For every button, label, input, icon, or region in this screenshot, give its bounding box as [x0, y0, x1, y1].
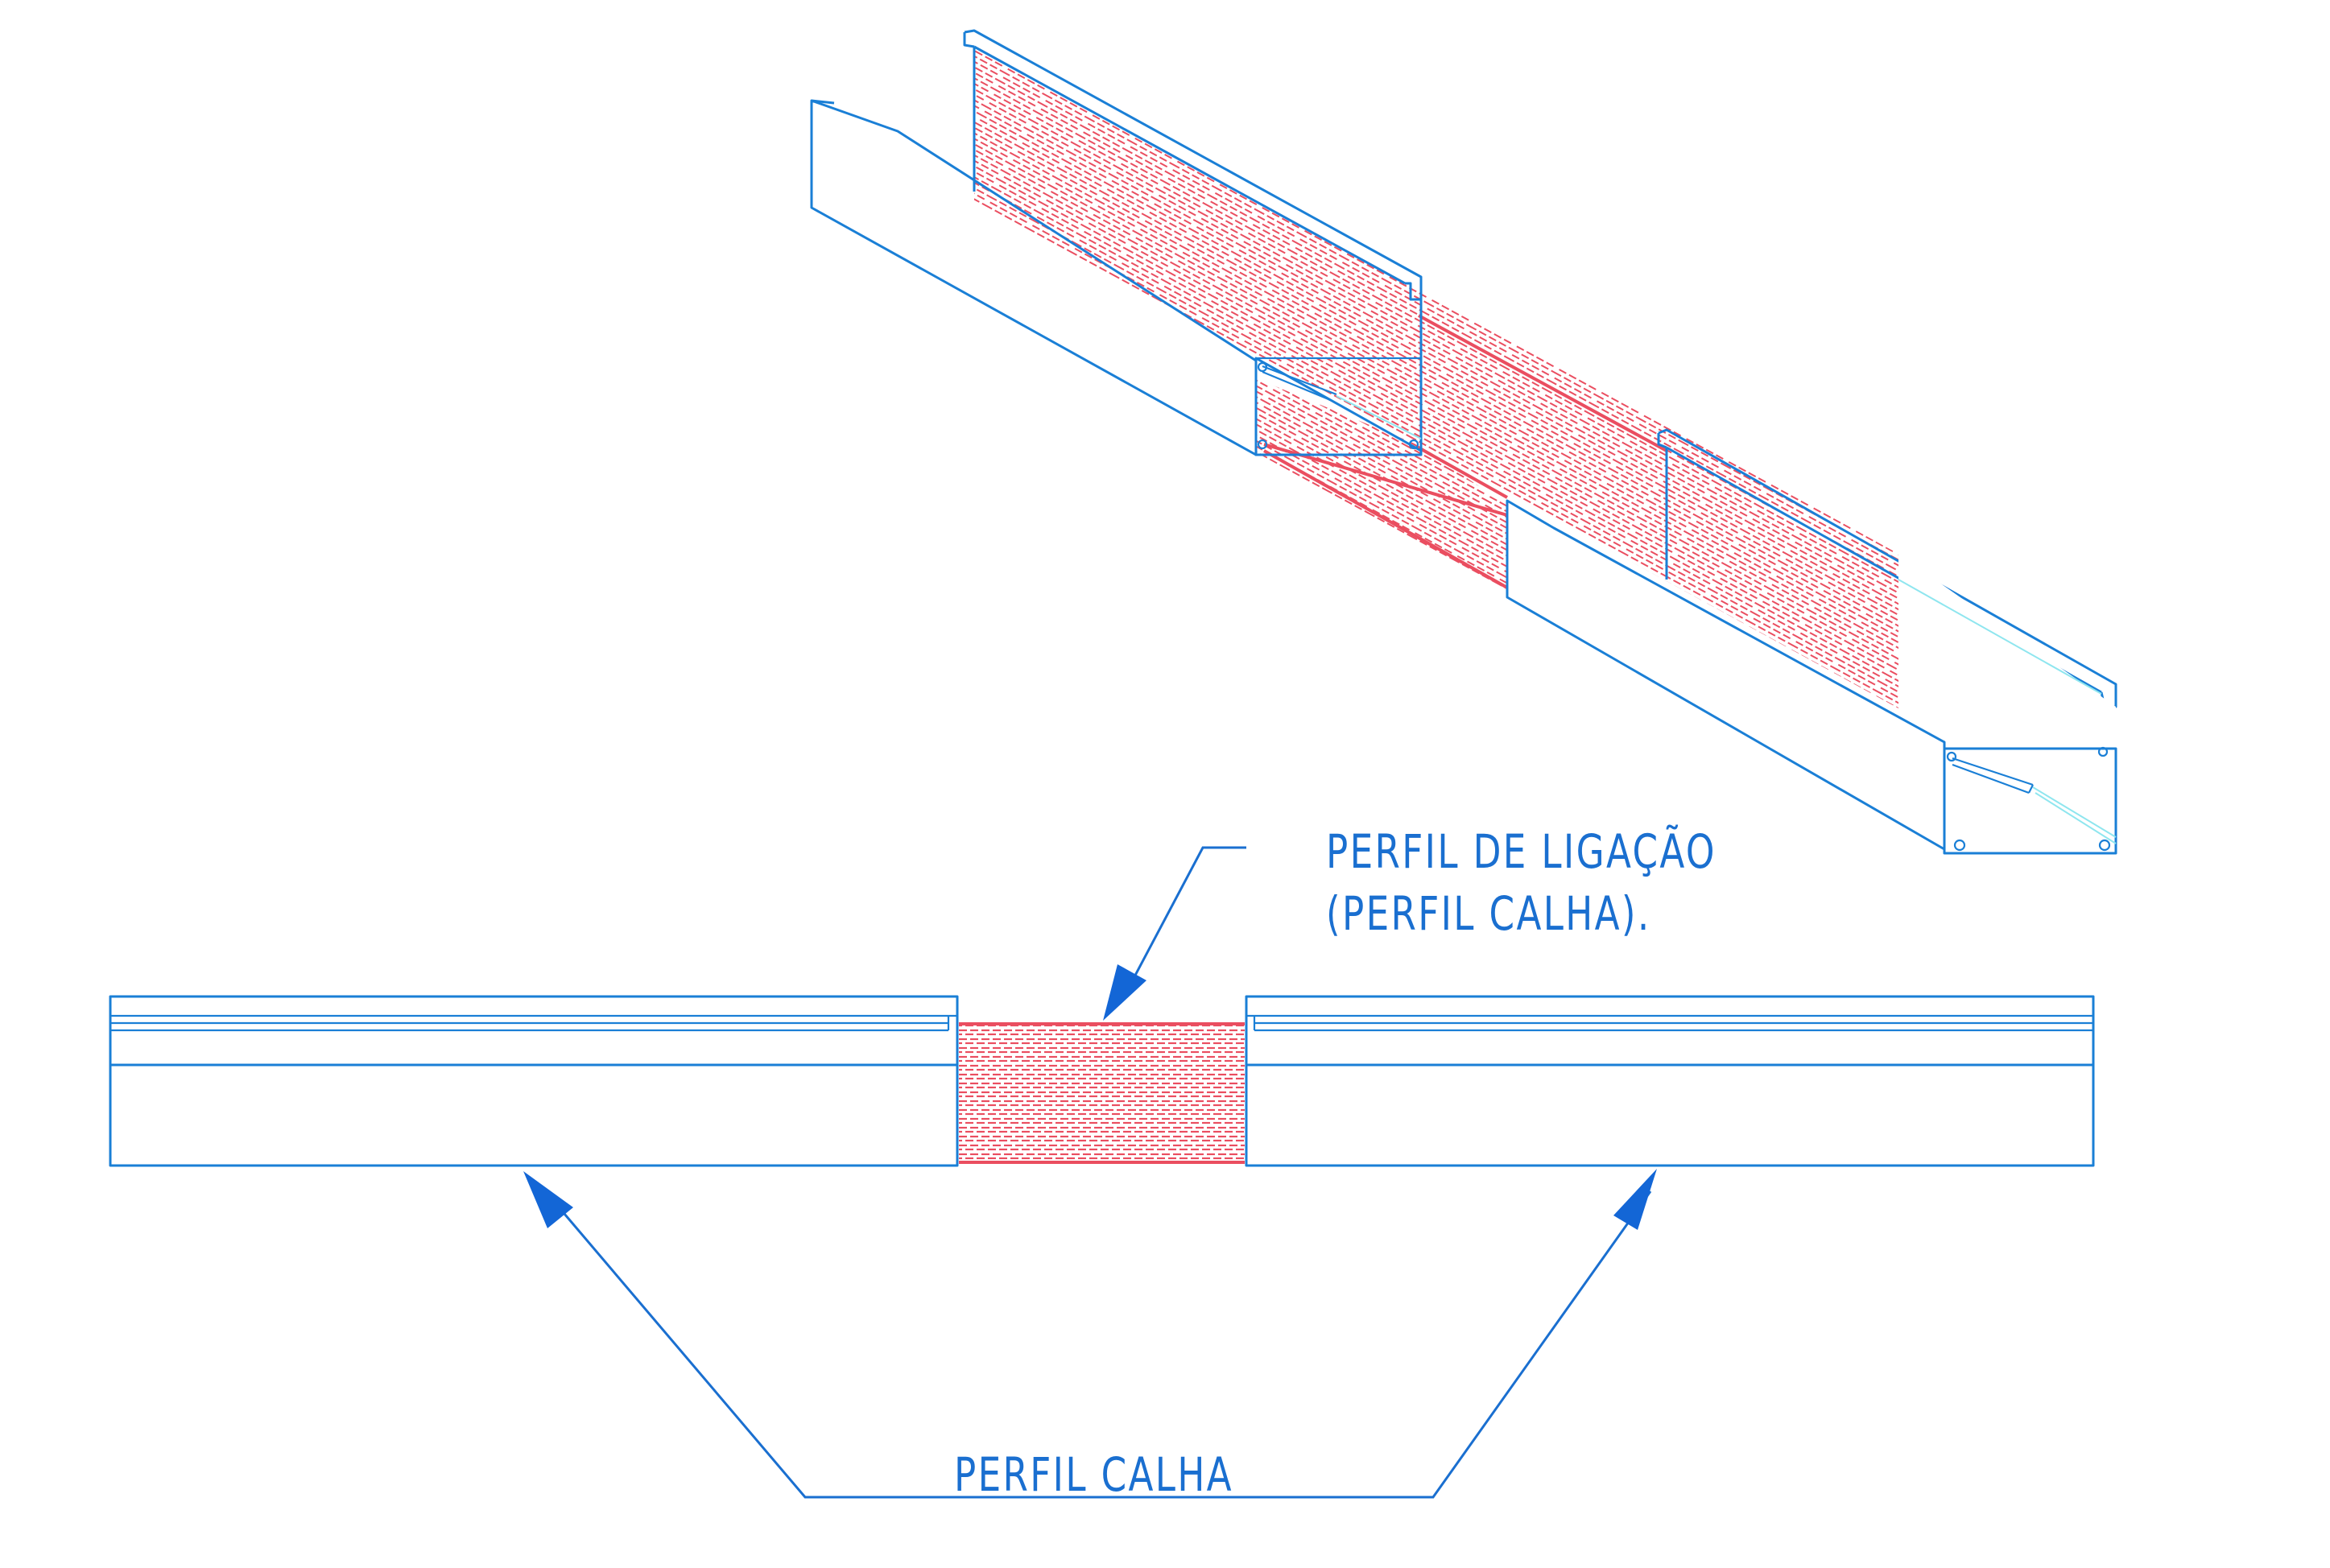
connection-arrowhead	[1103, 964, 1146, 1021]
iso-right-end-slot-cap	[2028, 784, 2034, 794]
iso-left-end-section	[1254, 357, 1423, 456]
channel-arrowhead-left	[523, 1171, 573, 1228]
iso-left-end-hole-bl	[1257, 439, 1268, 450]
iso-right-end-slot	[1952, 757, 2034, 786]
elevation-right-outline	[1245, 995, 2095, 1167]
iso-right-cyan-detail-2	[2035, 792, 2117, 844]
iso-channel-left	[810, 29, 1423, 456]
iso-left-end-hole-tl	[1257, 361, 1268, 373]
iso-left-lip-hook	[1405, 282, 1423, 301]
channel-leader-line	[554, 1190, 1652, 1499]
iso-left-end-slot	[1262, 365, 1337, 396]
iso-connection-top-edge	[1418, 314, 1667, 452]
iso-right-lip-end	[1657, 433, 1667, 449]
channel-label: PERFIL CALHA	[954, 1449, 1233, 1503]
iso-right-cyan-top	[1898, 579, 2102, 695]
elevation-left-outline	[109, 995, 959, 1167]
iso-right-end-slot-2	[1952, 763, 2030, 794]
iso-right-end-hole-br	[2098, 839, 2111, 852]
iso-left-end-slot-2	[1262, 370, 1333, 402]
elevation-channel-right	[1245, 995, 2095, 1167]
iso-left-lip-top	[964, 29, 1423, 288]
channel-arrowhead-right	[1613, 1169, 1657, 1230]
elevation-view	[109, 995, 2095, 1167]
iso-connection-bottom	[1256, 378, 1507, 592]
connection-leader-line	[1122, 846, 1246, 999]
iso-left-end-hole-br	[1408, 439, 1419, 450]
iso-right-back-plain	[1898, 554, 2116, 797]
iso-channel-right	[1506, 428, 2117, 855]
elevation-channel-left	[109, 995, 959, 1167]
iso-right-end-box	[1943, 747, 2117, 855]
iso-left-end-box	[1254, 357, 1423, 456]
iso-right-cyan-detail	[2032, 786, 2117, 838]
iso-right-end-hole-tr	[2097, 746, 2109, 757]
connection-label-line-1: PERFIL DE LIGAÇÃO	[1326, 824, 1717, 879]
iso-left-front-top-lip	[811, 99, 835, 105]
isometric-view	[810, 29, 2117, 855]
iso-connection-bottom-edge	[1263, 449, 1508, 589]
elevation-connection-hatch	[959, 1024, 1245, 1162]
iso-connection-back-wall	[974, 47, 1898, 708]
iso-left-lip-bottom	[973, 45, 1406, 285]
iso-right-end-section	[1943, 746, 2117, 855]
elevation-connection-profile	[959, 1022, 1245, 1164]
connection-callout: PERFIL DE LIGAÇÃO (PERFIL CALHA).	[1103, 824, 1717, 1021]
iso-left-cyan-detail	[1336, 395, 1422, 439]
channel-callout: PERFIL CALHA	[523, 1169, 1657, 1502]
iso-connection-profile	[974, 47, 1898, 708]
connection-label-line-2: (PERFIL CALHA).	[1326, 888, 1651, 942]
iso-connection-lip-edge	[1263, 443, 1508, 517]
iso-right-end-hole-tl	[1946, 751, 1957, 762]
iso-left-lip-end	[963, 32, 975, 48]
iso-connection-mid-edge	[1416, 445, 1508, 499]
iso-right-lip-top	[1658, 428, 2117, 699]
iso-right-end-hole-bl	[1953, 839, 1966, 852]
